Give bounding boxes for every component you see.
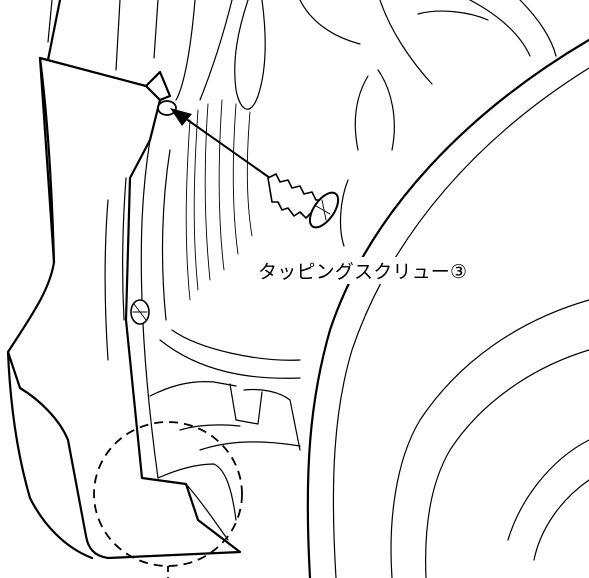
install-arrow [170, 108, 271, 179]
mud-guard [6, 0, 301, 560]
body-panel-lines [47, 0, 557, 247]
detail-highlight-circle [93, 421, 243, 567]
tapping-screw-icon [267, 173, 340, 229]
inner-ribs [159, 99, 301, 379]
screw-hole [157, 100, 177, 116]
side-fastener [130, 299, 150, 325]
tapping-screw-label: タッピングスクリュー③ [256, 257, 470, 284]
fender-arch [306, 38, 589, 578]
